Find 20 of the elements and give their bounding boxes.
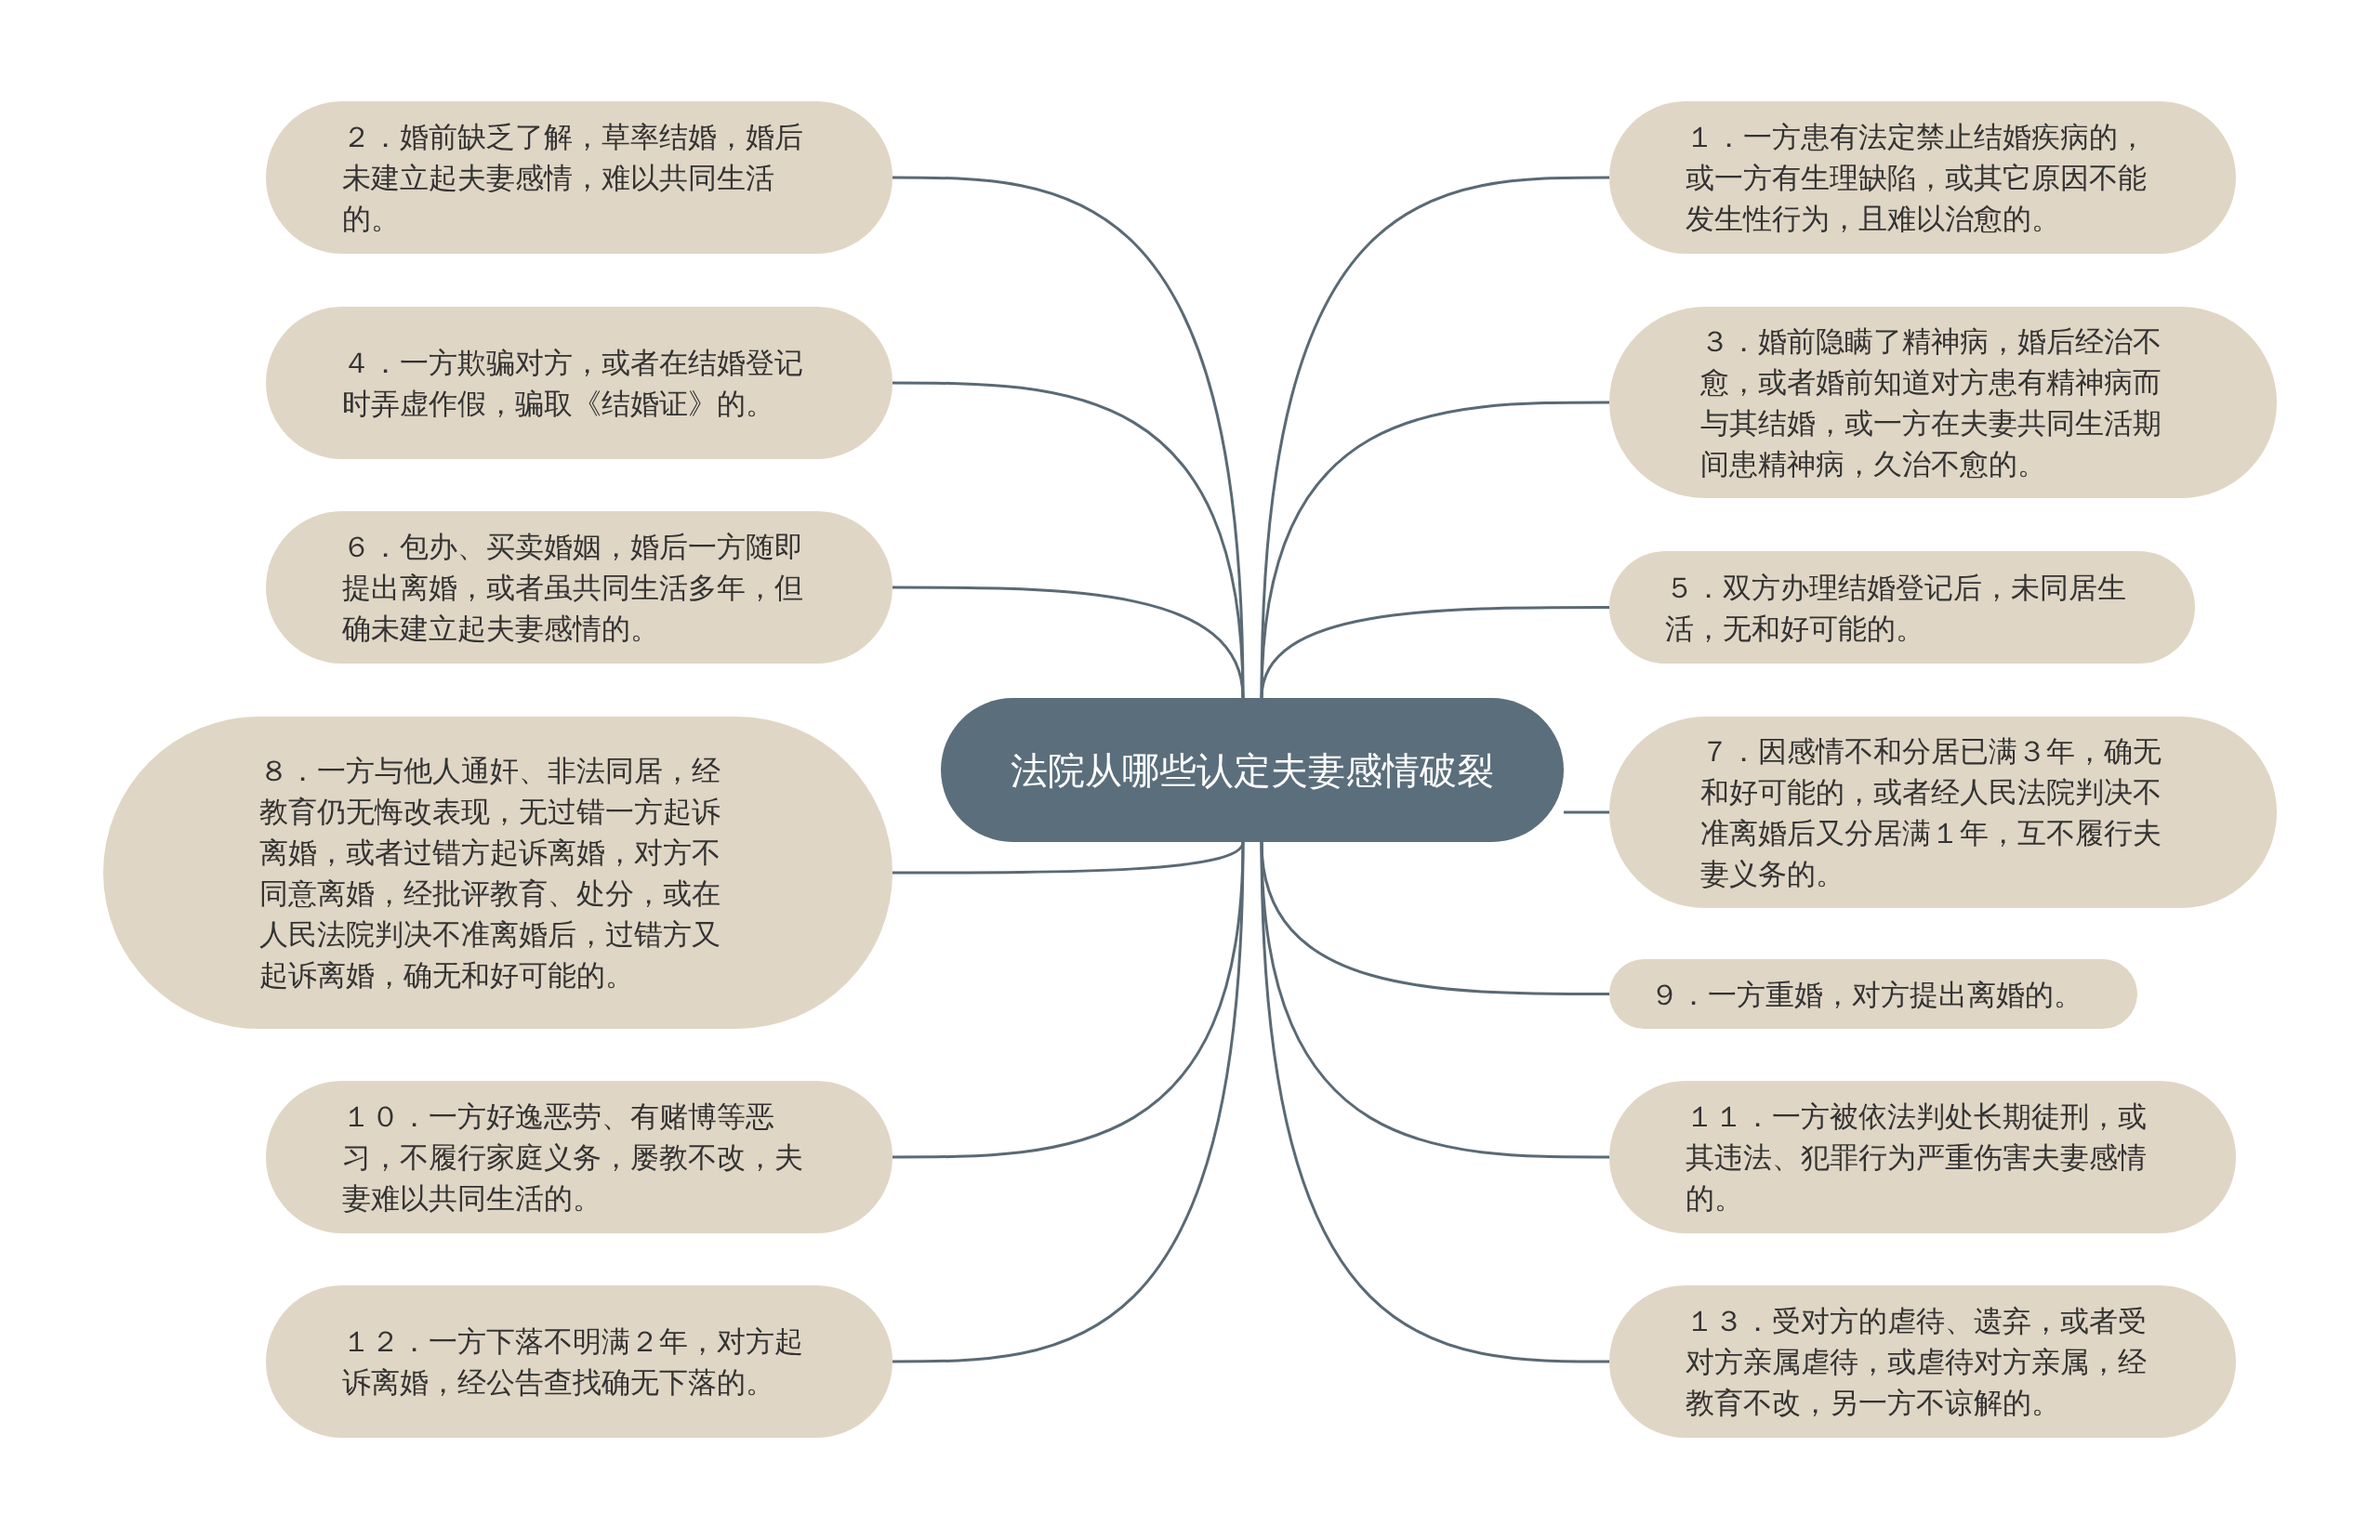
topic-text: １０．一方好逸恶劳、有赌博等恶习，不履行家庭义务，屡教不改，夫妻难以共同生活的。 bbox=[342, 1099, 804, 1217]
topic-text: １．一方患有法定禁止结婚疾病的，或一方有生理缺陷，或其它原因不能发生性行为，且难以治愈的。 bbox=[1686, 119, 2148, 237]
topic-text: ６．包办、买卖婚姻，婚后一方随即提出离婚，或者虽共同生活多年，但确未建立起夫妻感情的。 bbox=[342, 529, 804, 647]
topic-text: ７．因感情不和分居已满３年，确无和好可能的，或者经人民法院判决不准离婚后又分居满１年，互不履行夫妻义务的。 bbox=[1700, 733, 2162, 892]
connector-line bbox=[1260, 841, 1609, 1363]
topic-text: ２．婚前缺乏了解，草率结婚，婚后未建立起夫妻感情，难以共同生活的。 bbox=[342, 119, 804, 237]
topic-text: １２．一方下落不明满２年，对方起诉离婚，经公告查找确无下落的。 bbox=[342, 1323, 804, 1401]
connector-line bbox=[892, 841, 1245, 1363]
connector-line bbox=[892, 586, 1245, 699]
topic-text: １３．受对方的虐待、遗弃，或者受对方亲属虐待，或虐待对方亲属，经教育不改，另一方不谅解的。 bbox=[1686, 1303, 2148, 1421]
central-topic-text: 法院从哪些认定夫妻感情破裂 bbox=[1010, 747, 1495, 794]
topic-text: ５．双方办理结婚登记后，未同居生活，无和好可能的。 bbox=[1665, 569, 2127, 647]
connector-line bbox=[1564, 810, 1609, 814]
connector-line bbox=[1260, 401, 1609, 699]
topic-text: ８．一方与他人通奸、非法同居，经教育仍无悔改表现，无过错一方起诉离婚，或者过错方起诉离婚，对方不同意离婚，经批评教育、处分，或在人民法院判决不准离婚后，过错方又起诉离婚，确无和好可能的。 bbox=[259, 753, 721, 994]
topic-text: ９．一方重婚，对方提出离婚的。 bbox=[1650, 976, 2083, 1013]
topic-text: １１．一方被依法判处长期徒刑，或其违法、犯罪行为严重伤害夫妻感情的。 bbox=[1686, 1099, 2148, 1217]
topic-text: ４．一方欺骗对方，或者在结婚登记时弄虚作假，骗取《结婚证》的。 bbox=[342, 345, 804, 422]
topic-text: ３．婚前隐瞒了精神病，婚后经治不愈，或者婚前知道对方患有精神病而与其结婚，或一方在夫妻共同生活期间患精神病，久治不愈的。 bbox=[1700, 323, 2162, 482]
connector-line bbox=[1260, 606, 1609, 699]
